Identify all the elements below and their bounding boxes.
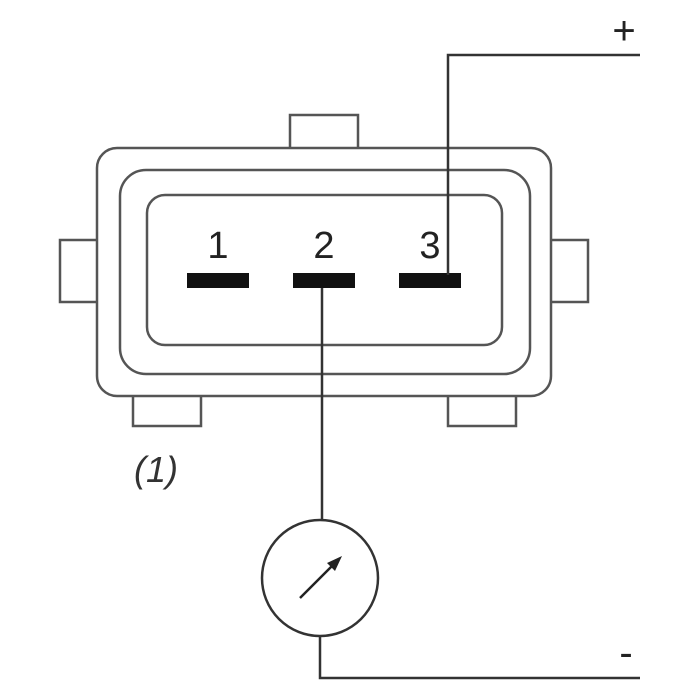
negative-terminal-label: - [619, 631, 632, 675]
connector-bottom-left-foot [131, 390, 203, 428]
pin-3-contact [399, 273, 461, 288]
meter-negative-wire [318, 636, 640, 680]
pin-3-positive-wire [446, 53, 640, 275]
gauge-needle-icon [299, 556, 342, 599]
pin-2-label: 2 [313, 225, 334, 267]
connector-housing-middle [118, 168, 532, 376]
pin-1-label: 1 [207, 225, 228, 267]
connector-callout-label: (1) [134, 449, 178, 490]
connector-housing-outer [95, 146, 553, 398]
connector-pin-cavity [145, 193, 504, 347]
pin-3-label: 3 [419, 225, 440, 267]
meter [260, 518, 380, 638]
pin-1-contact [187, 273, 249, 288]
connector-right-tab [548, 238, 590, 304]
positive-terminal-label: + [612, 9, 635, 53]
connector-left-tab [58, 238, 100, 304]
pin-2-contact [293, 273, 355, 288]
